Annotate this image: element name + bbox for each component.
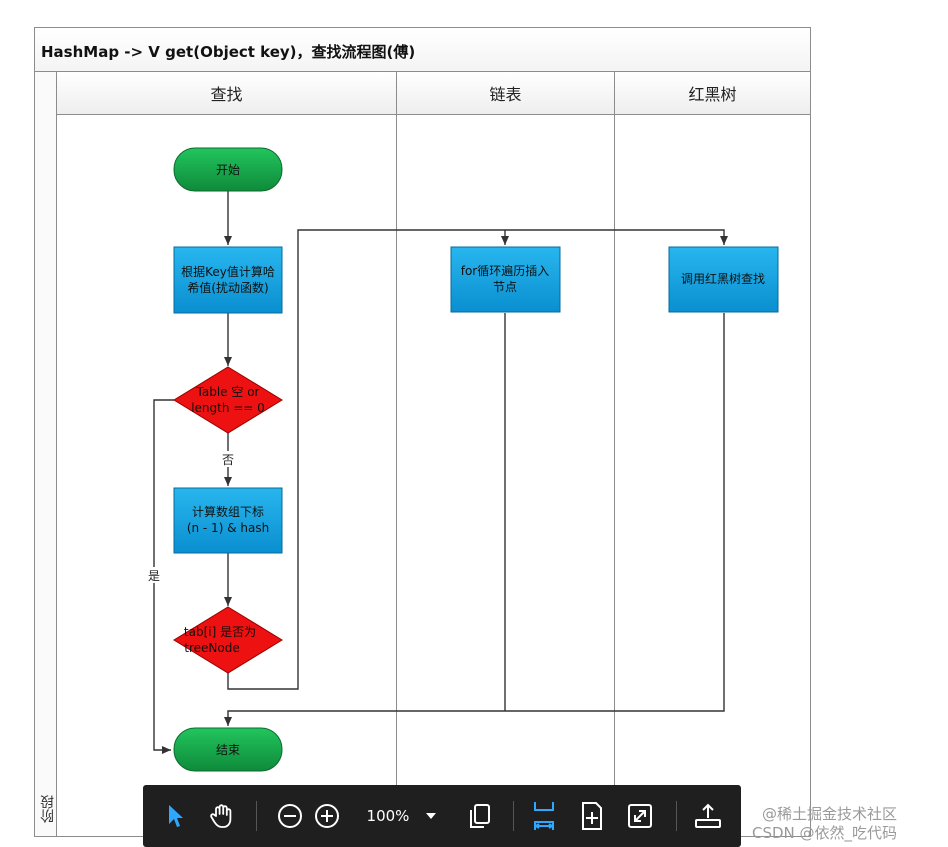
tree-find-label: 调用红黑树查找 — [681, 271, 765, 286]
pointer-tool-icon[interactable] — [161, 785, 191, 847]
watermark-juejin: @稀土掘金技术社区 — [762, 805, 898, 823]
edge-merge-end — [224, 313, 725, 726]
treenode-check-node — [173, 606, 283, 674]
fit-width-icon[interactable] — [529, 785, 559, 847]
zoom-level-text: 100% — [366, 807, 410, 825]
zoom-out-icon[interactable] — [275, 785, 305, 847]
list-loop-node — [450, 246, 561, 313]
toolbar-separator — [513, 801, 514, 831]
fullscreen-icon[interactable] — [625, 785, 655, 847]
export-icon[interactable] — [691, 785, 725, 847]
diagram-frame — [34, 27, 811, 837]
hash-node-line1: 根据Key值计算哈 — [181, 264, 275, 279]
treenode-check-line2: treeNode — [184, 641, 239, 655]
lane-divider — [614, 115, 615, 836]
edge-label-yes: 是 — [148, 569, 160, 583]
lane-header-search: 查找 — [57, 72, 396, 115]
index-node — [173, 487, 283, 554]
index-node-line2: (n - 1) & hash — [187, 521, 269, 535]
toolbar-separator — [676, 801, 677, 831]
copy-icon[interactable] — [465, 785, 495, 847]
list-loop-line2: 节点 — [493, 280, 517, 294]
edge-label-no: 否 — [222, 453, 234, 467]
edge-treenode-tree — [227, 229, 728, 690]
treenode-check-line1: tab[i] 是否为 — [184, 625, 256, 639]
hash-node-line2: 希值(扰动函数) — [187, 280, 268, 295]
hand-tool-icon[interactable] — [205, 785, 239, 847]
list-loop-line1: for循环遍历插入 — [461, 264, 550, 278]
lane-divider — [396, 115, 397, 836]
end-node-label: 结束 — [216, 743, 240, 757]
viewer-toolbar: 100% — [143, 785, 741, 847]
stage-column — [35, 72, 57, 836]
toolbar-separator — [256, 801, 257, 831]
zoom-in-icon[interactable] — [312, 785, 342, 847]
zoom-level[interactable]: 100% — [363, 785, 413, 847]
lane-header-red-black-tree: 红黑树 — [614, 72, 810, 115]
diagram-title-bar: HashMap -> V get(Object key)，查找流程图(傅) — [35, 28, 810, 72]
tree-find-node — [668, 246, 779, 313]
start-node — [173, 147, 283, 192]
index-node-line1: 计算数组下标 — [192, 504, 264, 519]
lane-header-linked-list: 链表 — [396, 72, 614, 115]
zoom-dropdown-icon[interactable] — [421, 785, 441, 847]
diagram-title: HashMap -> V get(Object key)，查找流程图(傅) — [41, 43, 416, 61]
table-check-line2: length == 0 — [191, 401, 265, 415]
table-check-line1: Table 空 or — [196, 385, 260, 399]
hash-node — [173, 246, 283, 314]
fit-page-icon[interactable] — [577, 785, 607, 847]
watermark-csdn: CSDN @依然_吃代码 — [752, 824, 898, 842]
table-check-node — [173, 366, 283, 434]
start-node-label: 开始 — [216, 163, 240, 177]
end-node — [173, 727, 283, 772]
